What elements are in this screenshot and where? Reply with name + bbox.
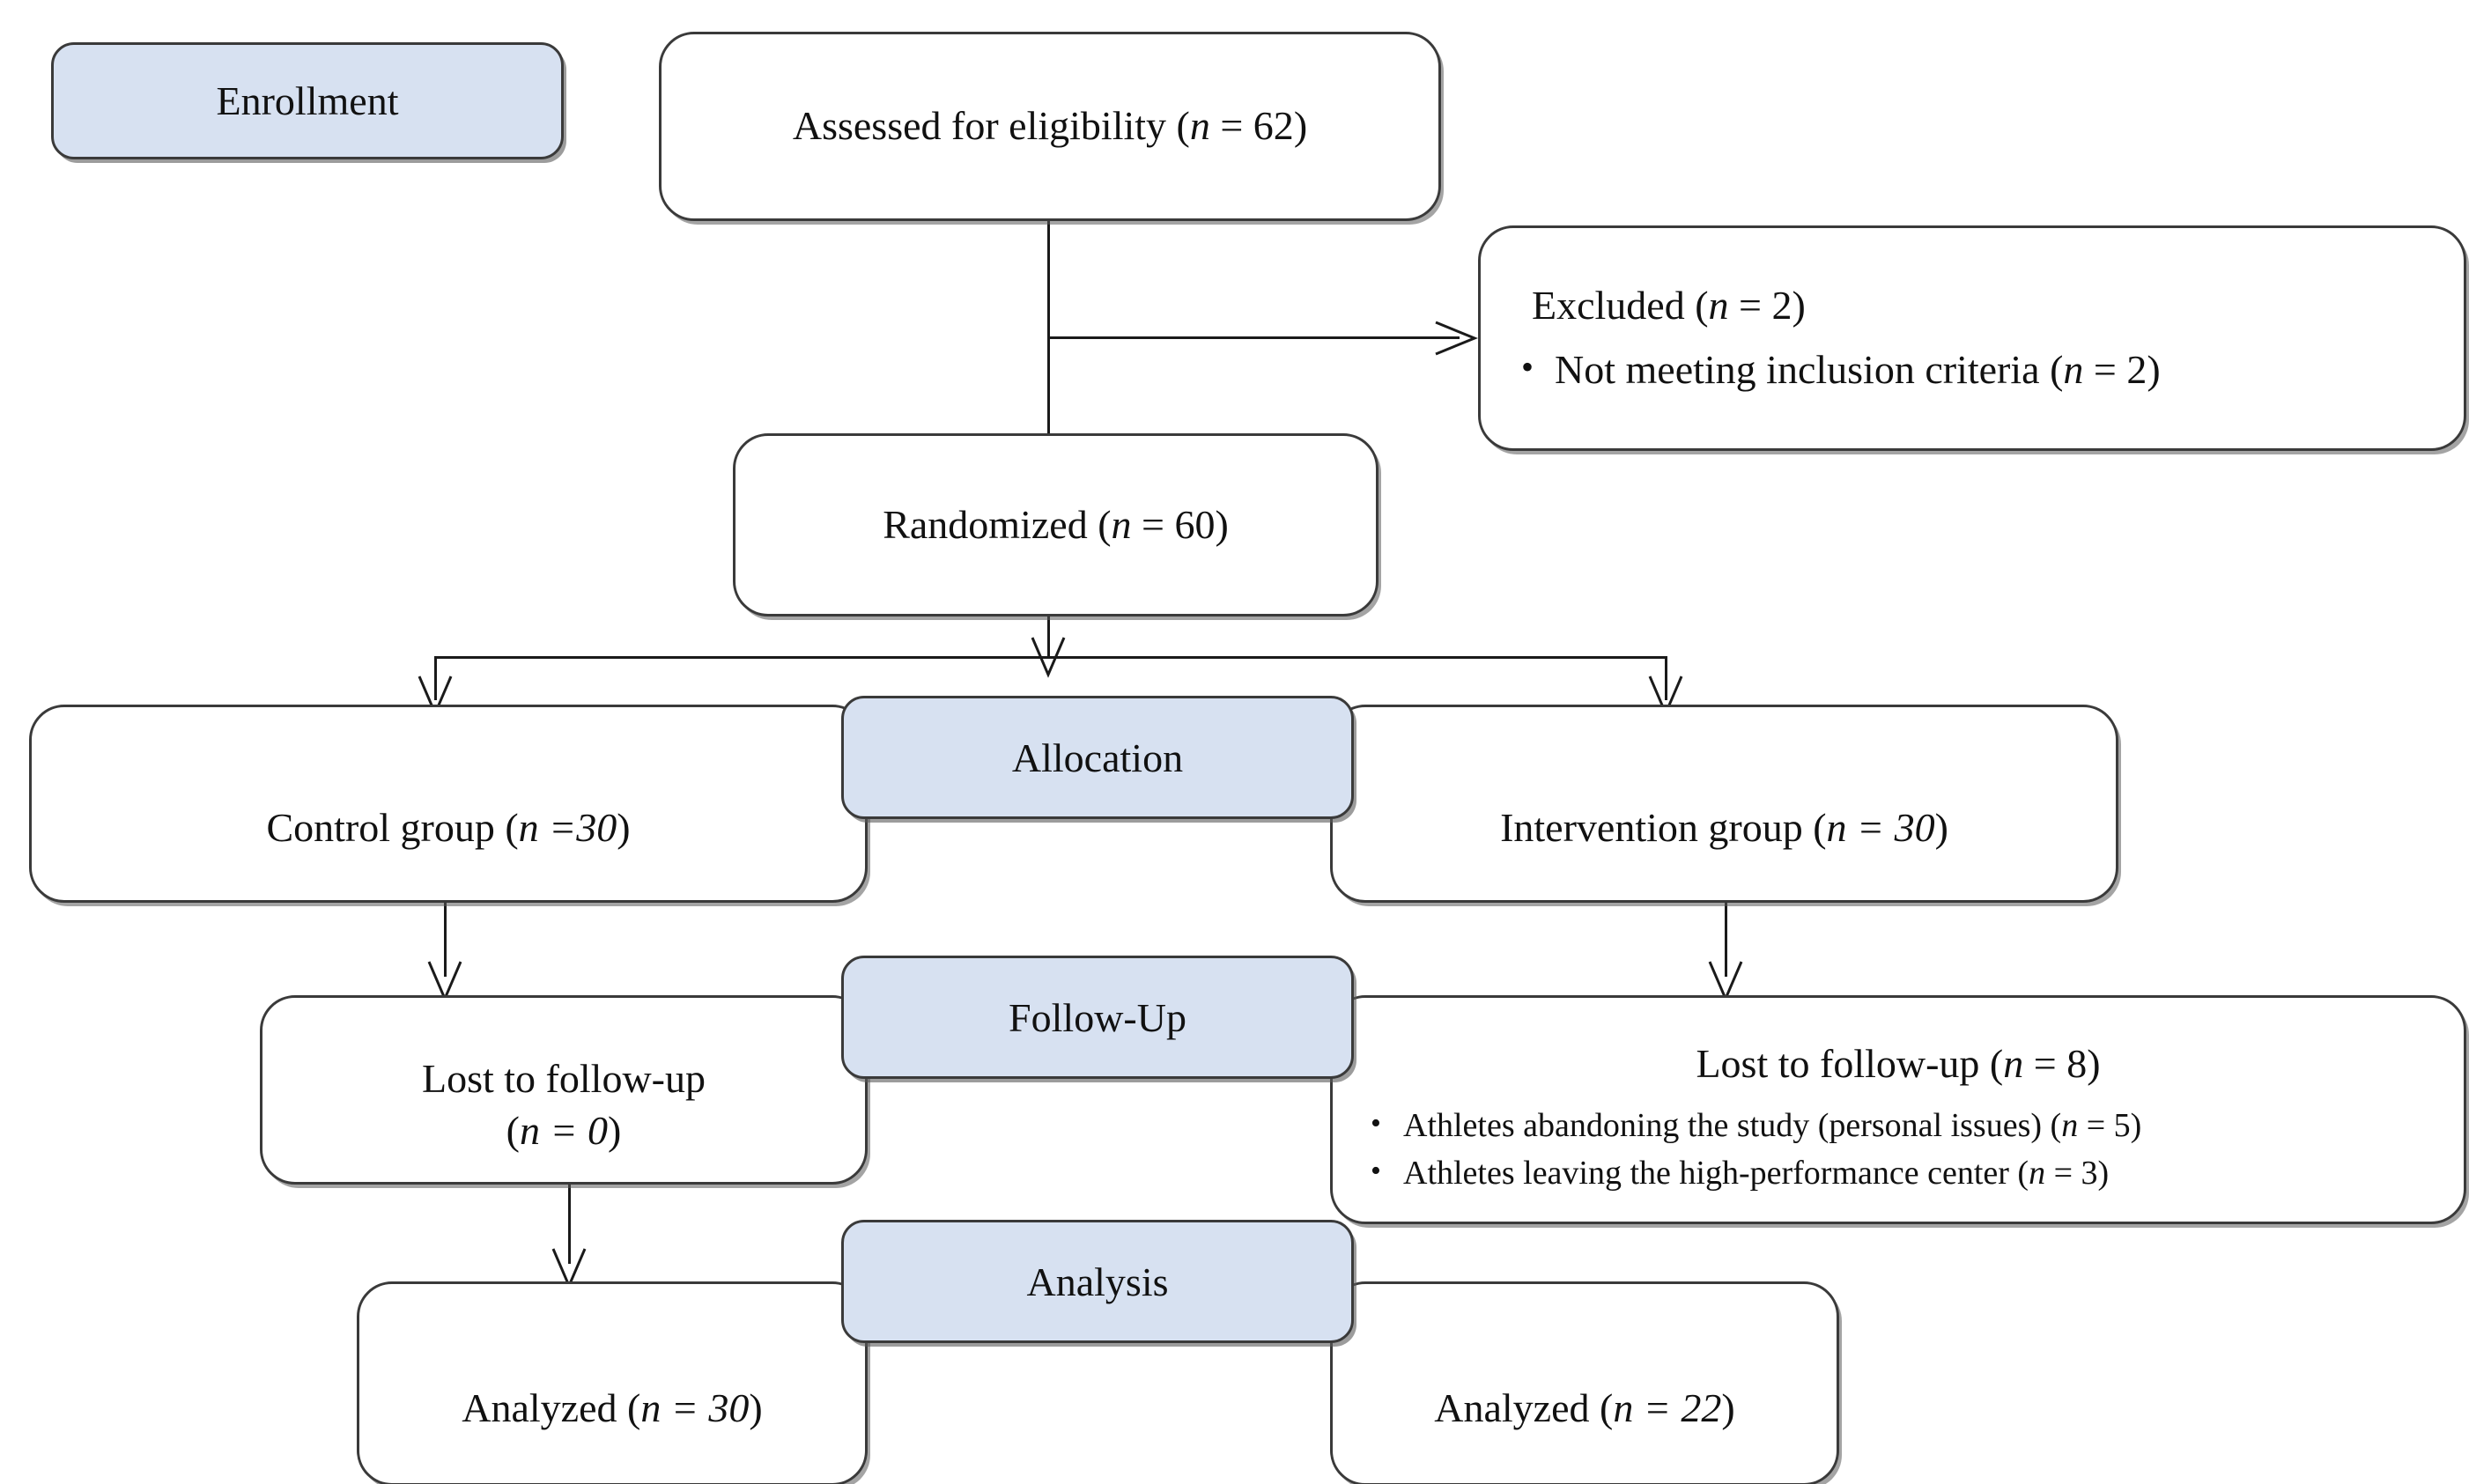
assessed-text: Assessed for eligibility (n = 62) [792, 103, 1308, 149]
node-excluded: Excluded (n = 2) • Not meeting inclusion… [1478, 225, 2466, 451]
arrowhead-randomized-center [1031, 637, 1066, 678]
lost-control-line2: (n = 0) [506, 1107, 622, 1153]
randomized-text: Randomized (n = 60) [883, 501, 1229, 547]
node-analyzed-control: Analyzed (n = 30) [357, 1281, 868, 1484]
connector-randomized-down [1047, 616, 1050, 657]
connector-assessed-to-randomized [1047, 220, 1050, 440]
stage-label-enrollment: Enrollment [216, 78, 399, 123]
node-randomized: Randomized (n = 60) [733, 433, 1379, 616]
lost-intervention-bullet-1-text: Athletes abandoning the study (personal … [1403, 1106, 2142, 1144]
node-analyzed-intervention: Analyzed (n = 22) [1330, 1281, 1839, 1484]
arrowhead-to-excluded [1435, 321, 1478, 356]
lost-intervention-bullet-item: • Athletes abandoning the study (persona… [1349, 1104, 2448, 1148]
connector-split-bar [434, 656, 1667, 659]
bullet-icon: • [1371, 1155, 1381, 1188]
bullet-icon: • [1520, 347, 1534, 387]
node-lost-to-followup-control: Lost to follow-up (n = 0) [260, 995, 868, 1185]
lost-intervention-bullet-item: • Athletes leaving the high-performance … [1349, 1152, 2448, 1195]
stage-label-allocation: Allocation [1011, 735, 1184, 780]
stage-badge-enrollment: Enrollment [51, 42, 564, 159]
stage-badge-followup: Follow-Up [841, 956, 1354, 1079]
lost-intervention-heading: Lost to follow-up (n = 8) [1696, 1040, 2101, 1086]
stage-label-analysis: Analysis [1026, 1259, 1169, 1304]
lost-intervention-bullet-2-text: Athletes leaving the high-performance ce… [1403, 1155, 2110, 1192]
intervention-group-text: Intervention group (n = 30) [1500, 805, 1948, 851]
excluded-heading: Excluded (n = 2) [1532, 283, 1806, 329]
node-lost-to-followup-intervention: Lost to follow-up (n = 8) • Athletes aba… [1330, 995, 2466, 1224]
stage-label-followup: Follow-Up [1009, 994, 1186, 1040]
connector-lost-to-analyzed-control [568, 1185, 571, 1264]
control-group-text: Control group (n =30) [266, 805, 631, 851]
node-assessed-for-eligibility: Assessed for eligibility (n = 62) [659, 32, 1441, 221]
analyzed-intervention-text: Analyzed (n = 22) [1434, 1384, 1735, 1430]
stage-badge-analysis: Analysis [841, 1220, 1354, 1343]
connector-drop-intervention [1665, 656, 1667, 700]
node-control-group: Control group (n =30) [29, 705, 868, 903]
excluded-bullet-text: Not meeting inclusion criteria (n = 2) [1555, 347, 2161, 392]
connector-assessed-to-excluded [1047, 336, 1460, 339]
lost-control-line1: Lost to follow-up [422, 1055, 706, 1101]
stage-badge-allocation: Allocation [841, 696, 1354, 819]
analyzed-control-text: Analyzed (n = 30) [462, 1384, 763, 1430]
connector-control-to-lost [444, 903, 447, 977]
connector-drop-control [434, 656, 437, 700]
excluded-bullet-item: • Not meeting inclusion criteria (n = 2) [1500, 344, 2444, 396]
node-intervention-group: Intervention group (n = 30) [1330, 705, 2118, 903]
bullet-icon: • [1371, 1106, 1381, 1140]
connector-intervention-to-lost [1725, 903, 1727, 977]
